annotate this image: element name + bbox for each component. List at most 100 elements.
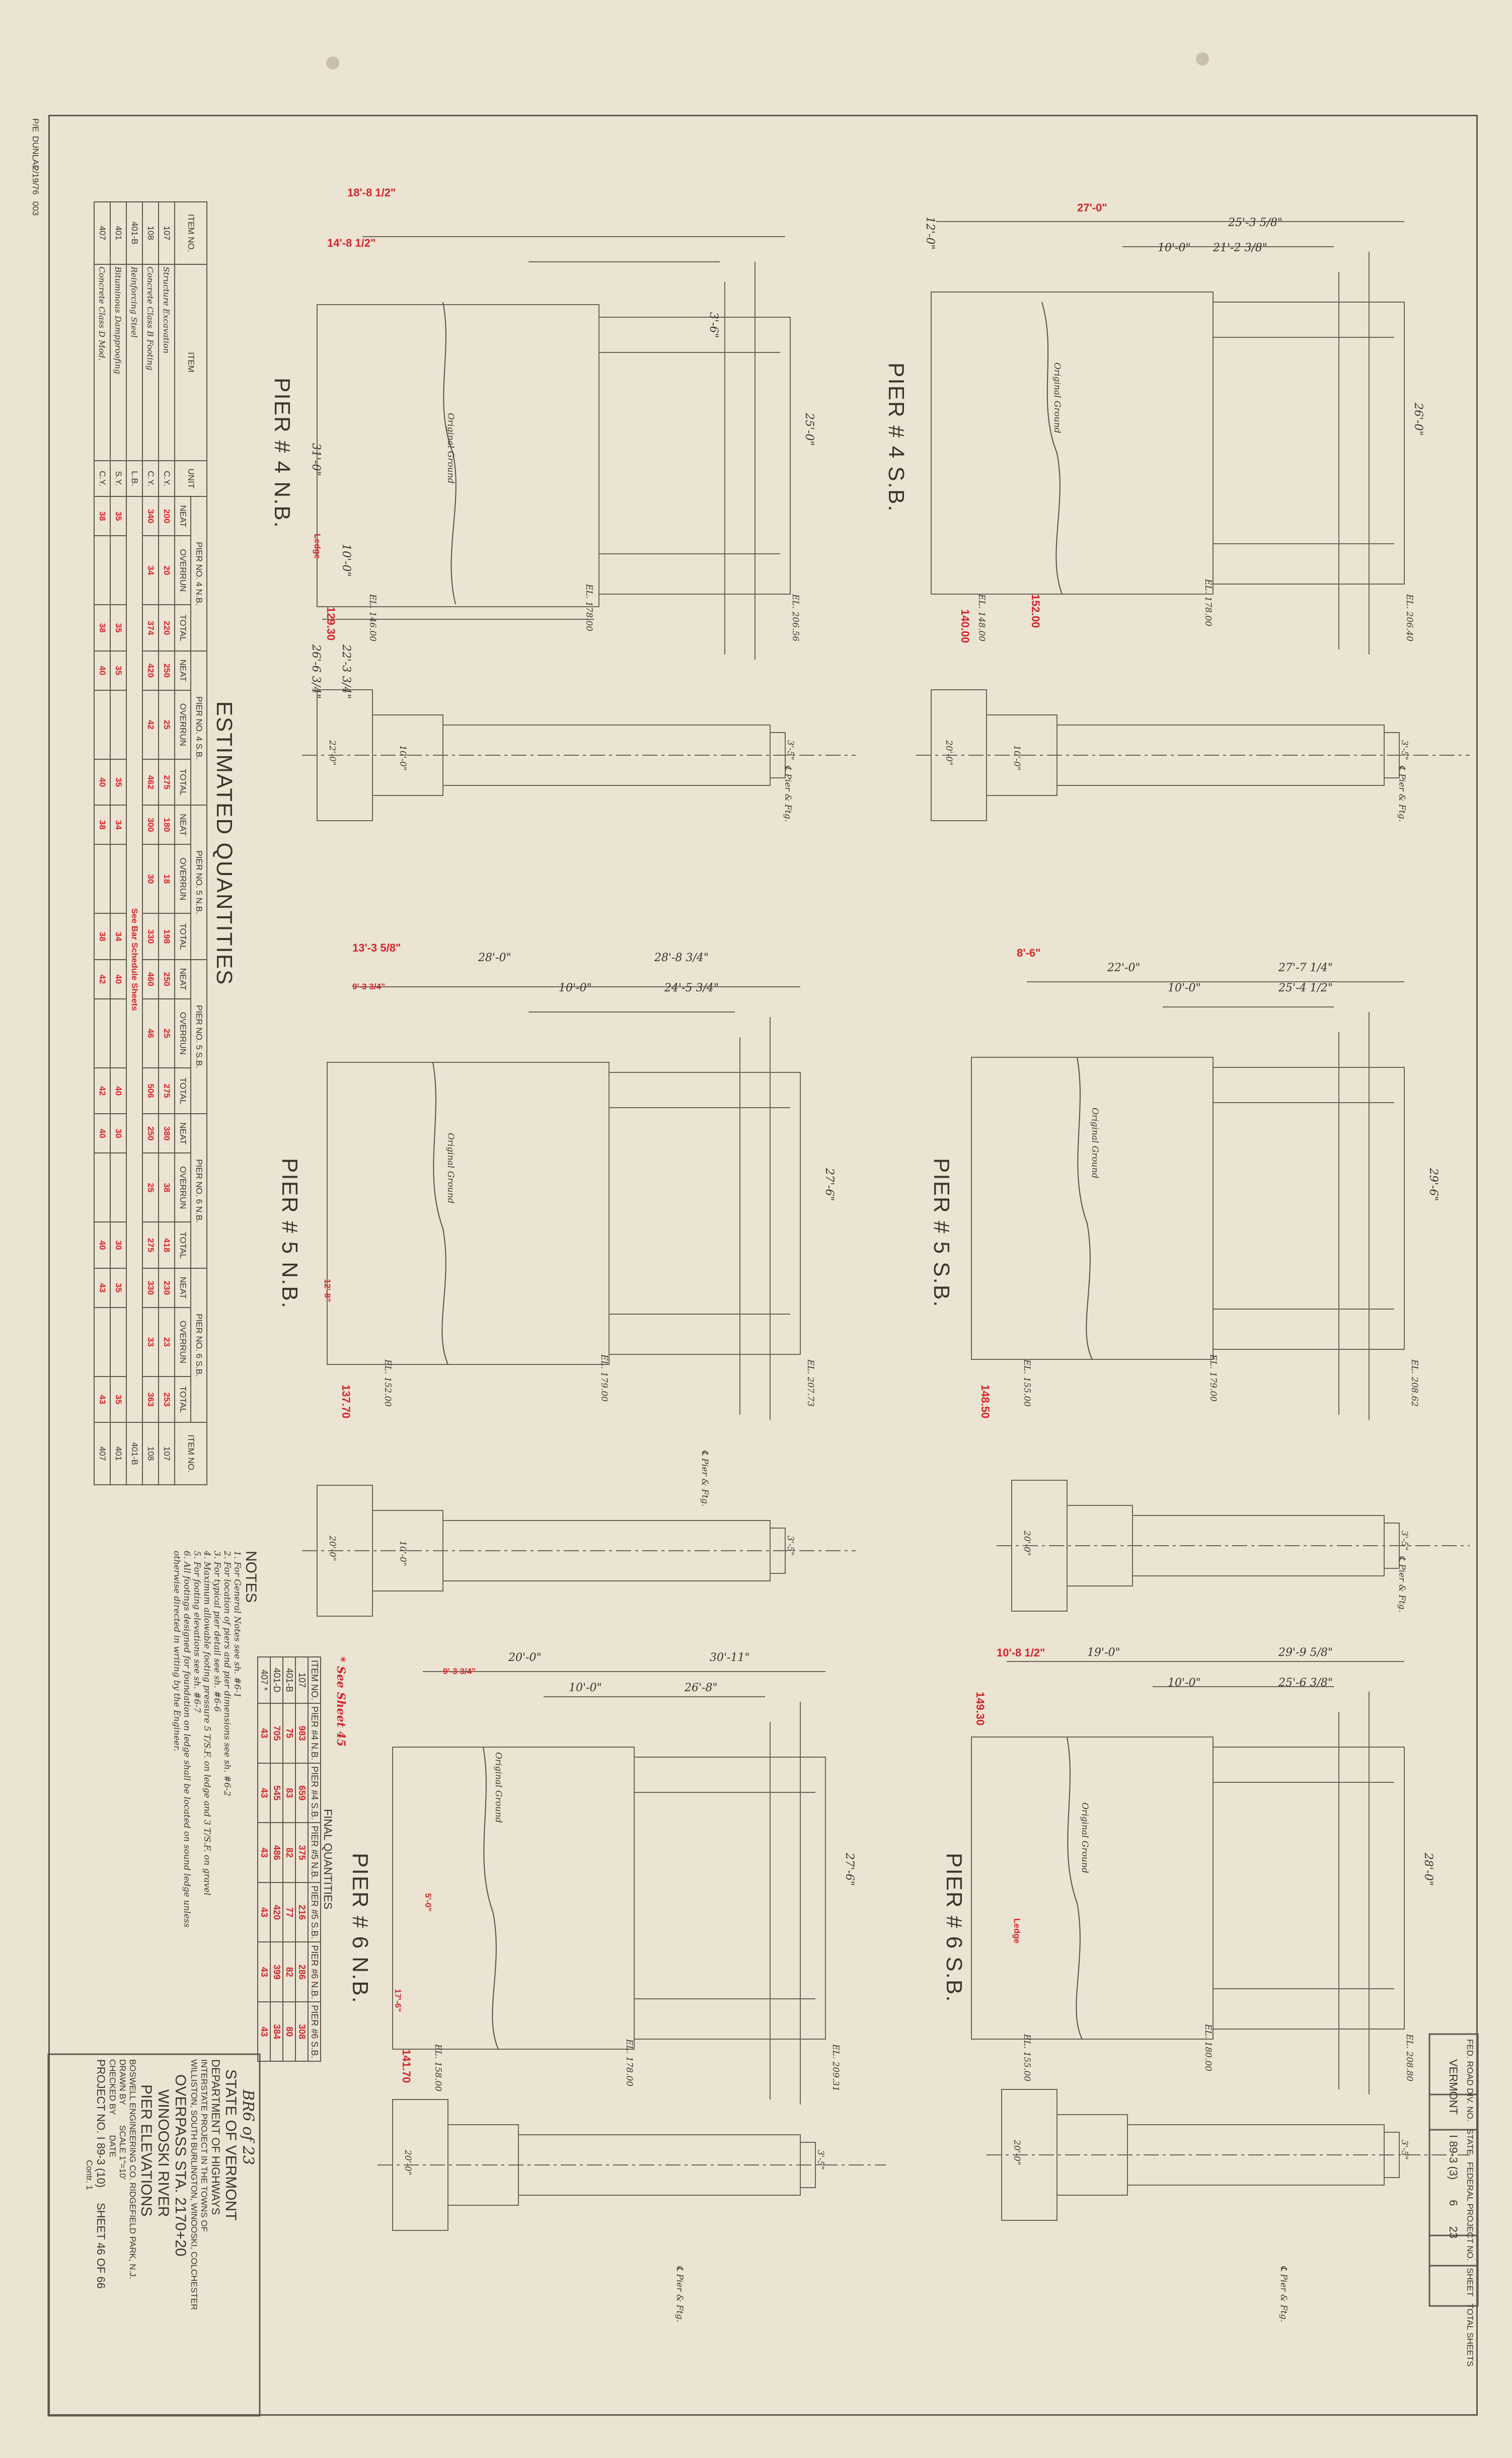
- strip-value: 6: [1447, 2200, 1460, 2206]
- ground-label: Original Ground: [1052, 363, 1062, 433]
- table-cell: 275: [159, 1067, 175, 1114]
- ground-label: Original Ground: [1080, 1802, 1090, 1873]
- pier-5nb-plan: [302, 1485, 856, 1616]
- note-item: 5. For footing elevations see sh. #6-7: [192, 1551, 202, 1713]
- table-cell: 25: [159, 998, 175, 1068]
- plan-dim: 3'-5": [815, 2150, 825, 2170]
- table-cell: 250: [142, 1114, 159, 1153]
- ground-label: Original Ground: [445, 413, 456, 484]
- elevation: EL. 179.00: [599, 1354, 609, 1402]
- table-cell: 380: [159, 1114, 175, 1153]
- pier-6sb-plan: [987, 2089, 1470, 2220]
- sub-total: TOTAL: [175, 1222, 191, 1268]
- centerline-label: ℄ Pier & Ftg.: [1278, 2266, 1289, 2323]
- strip-values: VERMONT I 89-3 (3) 6 23: [1447, 2039, 1460, 2367]
- dim: 29'-6": [1427, 1168, 1440, 1201]
- ground-label: Original Ground: [1090, 1108, 1100, 1179]
- table-cell: 77: [283, 1883, 295, 1942]
- table-cell: 300: [142, 805, 159, 845]
- sub-neat: NEAT: [175, 496, 191, 536]
- table-cell: [94, 998, 110, 1068]
- table-cell: 330: [142, 1268, 159, 1308]
- estimated-quantities-title: ESTIMATED QUANTITIES: [212, 701, 237, 986]
- notes: NOTES 1. For General Notes see sh. #6-1 …: [172, 1551, 259, 1964]
- ground-label: Original Ground: [493, 1752, 503, 1823]
- table-cell: See Bar Schedule Sheets: [126, 496, 142, 1423]
- table-cell: 35: [110, 605, 126, 651]
- table-cell: 40: [110, 1067, 126, 1114]
- table-cell: 198: [159, 913, 175, 960]
- project-row: PROJECT NO. I 89-3 (10) SHEET 46 OF 66: [94, 2059, 107, 2310]
- table-cell: 35: [110, 496, 126, 536]
- note-item: 1. For General Notes see sh. #6-1: [232, 1551, 242, 1698]
- red-markup: 8'-6": [1017, 947, 1041, 959]
- plan-dim: 3'-5": [1399, 2140, 1409, 2160]
- table-cell: 308: [295, 2002, 308, 2062]
- table-cell: 286: [295, 1942, 308, 2002]
- header-cell: PIER #4 S.B.: [308, 1763, 321, 1823]
- table-cell: L.B.: [126, 460, 142, 497]
- plan-dim: 20'-0": [944, 740, 954, 766]
- elevation: EL. 208.80: [1404, 2034, 1414, 2081]
- dim: 28'-0": [478, 952, 511, 964]
- header-cell: PIER #5 N.B.: [308, 1823, 321, 1883]
- table-cell: 275: [142, 1222, 159, 1268]
- table-cell: 253: [159, 1376, 175, 1423]
- table-cell: Structure Excavation: [159, 264, 175, 461]
- dim: 25'-0": [803, 413, 815, 446]
- dim: 25'-6 3/8": [1278, 1677, 1333, 1689]
- dim: 26'-8": [685, 1682, 718, 1694]
- sheet-code-3: 2/19/76: [31, 166, 40, 195]
- dim: 27'-7 1/4": [1278, 962, 1333, 974]
- note-item: 3. For typical pier detail see sh. #6-6: [212, 1551, 222, 1712]
- pier-4nb-label: PIER # 4 N.B.: [270, 378, 294, 529]
- elevation: EL. 152.00: [383, 1359, 393, 1407]
- table-cell: 43: [94, 1268, 110, 1308]
- sub-neat: NEAT: [175, 1268, 191, 1308]
- header-cell: PIER #5 S.B.: [308, 1883, 321, 1942]
- plan-dim: 3'-5": [785, 740, 795, 760]
- red-markup: 137.70: [340, 1385, 352, 1419]
- table-cell: 340: [142, 496, 159, 536]
- table-cell: S.Y.: [110, 460, 126, 497]
- elevation: EL. 146.00: [367, 594, 377, 641]
- dim: 22'-0": [1107, 962, 1141, 974]
- table-cell: 30: [110, 1222, 126, 1268]
- table-cell: 420: [270, 1883, 283, 1942]
- table-cell: 40: [110, 959, 126, 999]
- table-cell: 250: [159, 959, 175, 999]
- plan-dim: 20'-0": [1022, 1531, 1032, 1556]
- table-cell: 330: [142, 913, 159, 960]
- sheet-code-1: P/E: [31, 118, 40, 132]
- group-header: PIER NO. 5 N.B.: [191, 805, 207, 960]
- dim: 30'-11": [710, 1651, 750, 1664]
- strip-value: 23: [1447, 2226, 1460, 2238]
- table-cell: 107: [159, 202, 175, 264]
- red-markup: 17'-6": [393, 1989, 403, 2012]
- sub-total: TOTAL: [175, 1067, 191, 1114]
- state-name: STATE OF VERMONT: [222, 2069, 239, 2221]
- sub-neat: NEAT: [175, 1114, 191, 1153]
- pier-4nb-elevation: [317, 237, 790, 660]
- table-cell: 33: [142, 1307, 159, 1377]
- plan-dim: 3'-5": [1399, 1531, 1409, 1551]
- table-cell: 420: [142, 650, 159, 690]
- engineer: BOSWELL ENGINEERING CO. RIDGEFIELD PARK,…: [128, 2059, 137, 2279]
- table-cell: [110, 998, 126, 1068]
- red-markup: 141.70: [400, 2049, 413, 2083]
- elevation: EL. 155.00: [1022, 1359, 1032, 1407]
- table-cell: 40: [94, 650, 110, 690]
- red-markup: 27'-0": [1077, 201, 1107, 214]
- sub-overrun: OVERRUN: [175, 536, 191, 605]
- table-cell: [110, 844, 126, 914]
- table-cell: 30: [110, 1114, 126, 1153]
- table-cell: Bituminous Dampproofing: [110, 264, 126, 461]
- table-cell: Concrete Class B Footing: [142, 264, 159, 461]
- dim: 20'-0": [508, 1651, 542, 1664]
- punch-hole-left: [326, 56, 339, 69]
- estimated-quantities: ESTIMATED QUANTITIES ITEM NO. ITEM UNIT …: [94, 201, 237, 1485]
- table-cell: 34: [110, 805, 126, 845]
